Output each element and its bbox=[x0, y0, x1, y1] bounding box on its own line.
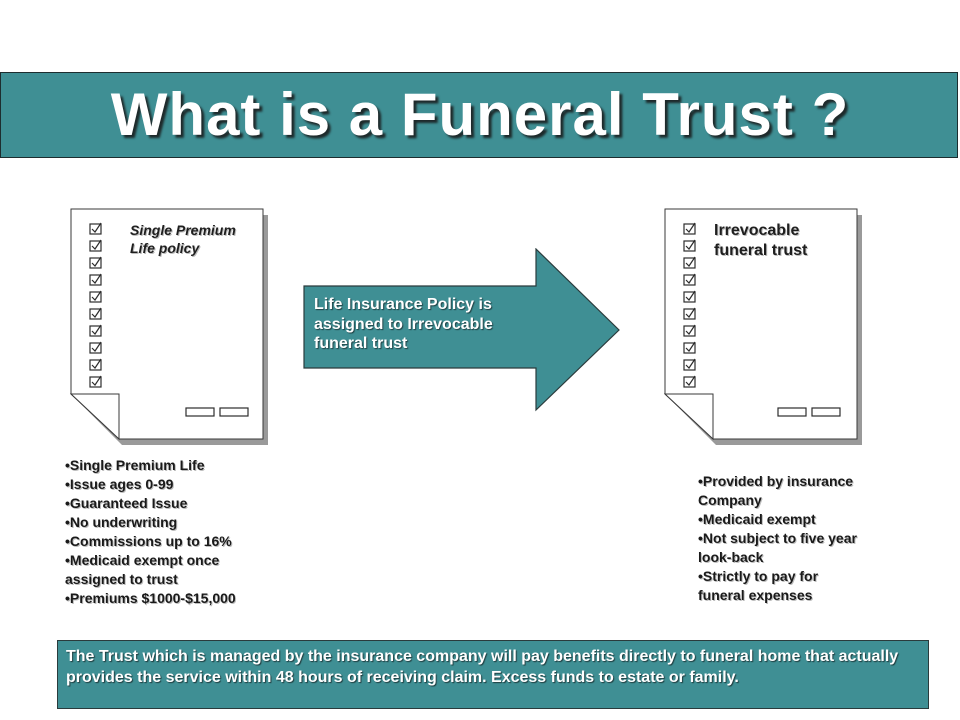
document-icon bbox=[664, 208, 862, 445]
list-item: Issue ages 0-99 bbox=[65, 475, 265, 494]
list-item: Not subject to five year look-back bbox=[698, 529, 858, 567]
list-item: Premiums $1000-$15,000 bbox=[65, 589, 265, 608]
list-item: Provided by insurance Company bbox=[698, 472, 858, 510]
footer-text: The Trust which is managed by the insura… bbox=[66, 648, 899, 686]
right-bullet-list: Provided by insurance Company Medicaid e… bbox=[698, 472, 858, 605]
document-icon bbox=[70, 208, 268, 445]
left-bullet-list: Single Premium Life Issue ages 0-99 Guar… bbox=[65, 456, 265, 608]
list-item: Single Premium Life bbox=[65, 456, 265, 475]
title-bar bbox=[0, 72, 958, 158]
page-title: What is a Funeral Trust ? bbox=[110, 81, 850, 148]
left-document-label: Single Premium Life policy bbox=[130, 222, 236, 256]
list-item: Guaranteed Issue bbox=[65, 494, 265, 513]
footer-box bbox=[57, 640, 929, 709]
left-document: Single Premium Life policy bbox=[70, 207, 270, 447]
right-document-label: Irrevocable funeral trust bbox=[714, 222, 808, 259]
list-item: Medicaid exempt once assigned to trust bbox=[65, 551, 265, 589]
right-document: Irrevocable funeral trust bbox=[664, 207, 864, 447]
arrow-caption: Life Insurance Policy is assigned to Irr… bbox=[314, 296, 493, 352]
list-item: No underwriting bbox=[65, 513, 265, 532]
right-arrow-icon bbox=[303, 248, 620, 412]
list-item: Commissions up to 16% bbox=[65, 532, 265, 551]
list-item: Strictly to pay for funeral expenses bbox=[698, 567, 858, 605]
list-item: Medicaid exempt bbox=[698, 510, 858, 529]
